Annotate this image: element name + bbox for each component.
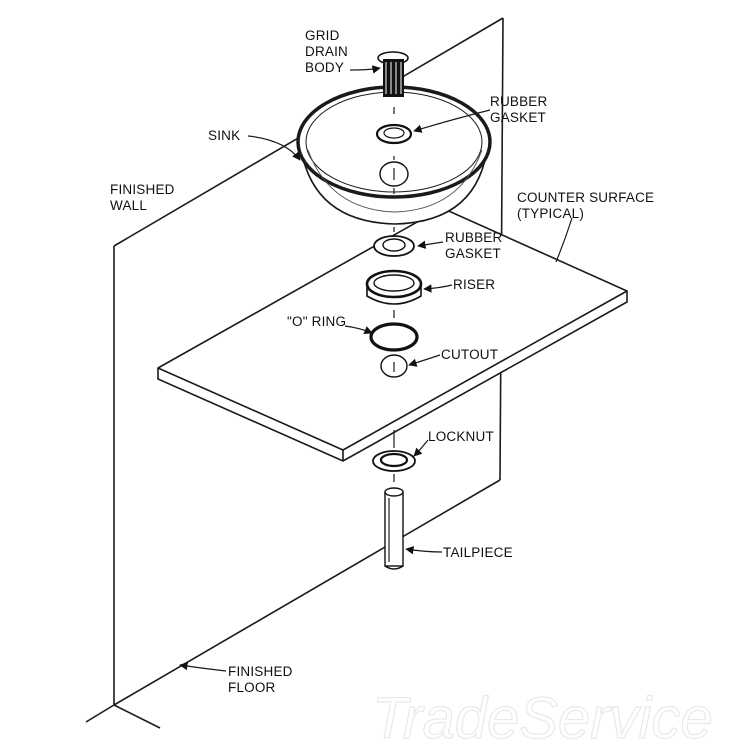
cutout-label: CUTOUT (441, 347, 498, 362)
counter-surface-label: COUNTER SURFACE (TYPICAL) (517, 190, 658, 221)
o-ring-label: "O" RING (287, 314, 346, 329)
rubber-gasket-bottom-label: RUBBER GASKET (445, 230, 506, 261)
rubber-gasket-bottom-part (373, 235, 415, 257)
finished-floor-label: FINISHED FLOOR (228, 664, 297, 695)
finished-floor-lines (85, 479, 501, 729)
finished-wall-label: FINISHED WALL (110, 182, 179, 213)
sink-drain-hole (379, 161, 409, 187)
sink-label: SINK (208, 128, 240, 143)
rubber-gasket-top-label: RUBBER GASKET (490, 94, 551, 125)
locknut-label: LOCKNUT (428, 429, 494, 444)
o-ring-part (369, 322, 419, 352)
tailpiece-label: TAILPIECE (443, 545, 513, 560)
locknut-part (372, 430, 416, 482)
grid-drain-body-label: GRID DRAIN BODY (305, 28, 352, 75)
watermark-text: TradeService (372, 686, 713, 750)
leader-lines (179, 65, 573, 672)
riser-part (365, 269, 423, 318)
grid-drain-body-part (377, 51, 409, 97)
labels: GRID DRAIN BODY RUBBER GASKET SINK FINIS… (110, 28, 658, 695)
riser-label: RISER (453, 277, 495, 292)
tailpiece-part (384, 487, 404, 570)
rubber-gasket-top-part (375, 123, 413, 145)
cutout-part (380, 354, 408, 378)
